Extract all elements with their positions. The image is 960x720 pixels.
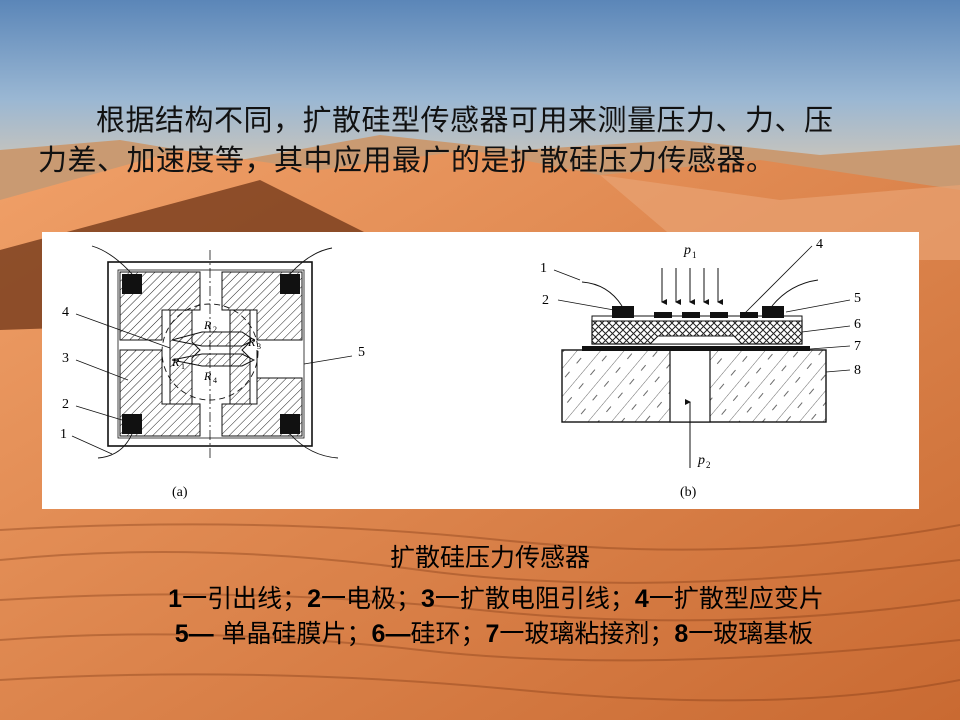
- resistor-r4-sub: 4: [213, 376, 217, 385]
- b-callout-6: 6: [854, 317, 861, 332]
- legend-text: 一扩散型应变片: [648, 584, 824, 613]
- panel-b-label: (b): [680, 485, 697, 500]
- a-callout-4: 4: [62, 305, 69, 320]
- panel-b-cross-section: 1 2 4 5 6 7 8 p 1 p 2 (b): [540, 237, 861, 500]
- legend-num: 1: [168, 585, 183, 613]
- pressure-p2-sub: 2: [706, 460, 711, 470]
- intro-line-1: 根据结构不同，扩散硅型传感器可用来测量压力、力、压: [96, 103, 834, 137]
- sensor-structure-figure: 4 3 2 1 5 R 2 R 3 R 1 R 4 (a): [42, 232, 919, 509]
- b-callout-1: 1: [540, 261, 547, 276]
- a-callout-1: 1: [60, 427, 67, 442]
- b-callout-5: 5: [854, 291, 861, 306]
- legend-num: 6—: [371, 620, 411, 648]
- panel-a-label: (a): [172, 485, 188, 500]
- caption-title: 扩散硅压力传感器: [389, 543, 590, 572]
- legend-num: 5—: [174, 620, 214, 648]
- legend-text: 单晶硅膜片；: [213, 619, 372, 648]
- a-callout-5: 5: [358, 345, 365, 360]
- intro-line-2: 力差、加速度等，其中应用最广的是扩散硅压力传感器。: [38, 143, 776, 177]
- sensor-diagram: 4 3 2 1 5 R 2 R 3 R 1 R 4 (a): [60, 237, 861, 500]
- resistor-r3-sub: 3: [257, 342, 261, 351]
- b-callout-2: 2: [542, 293, 549, 308]
- legend-num: 3: [421, 585, 435, 613]
- a-callout-3: 3: [62, 351, 69, 366]
- b-callout-7: 7: [854, 339, 861, 354]
- caption-legend-line-1: 1一引出线；2一电极；3一扩散电阻引线；4一扩散型应变片: [16, 582, 960, 616]
- pressure-p1-label: p: [683, 243, 691, 258]
- pressure-p2-label: p: [697, 453, 705, 468]
- legend-text: 硅环；: [410, 619, 486, 648]
- legend-text: 一扩散电阻引线；: [434, 584, 635, 613]
- resistor-r2-sub: 2: [213, 325, 217, 334]
- b-callout-4: 4: [816, 237, 823, 252]
- legend-num: 8: [674, 620, 689, 648]
- resistor-r4-label: R: [203, 369, 212, 383]
- intro-paragraph: 根据结构不同，扩散硅型传感器可用来测量压力、力、压 力差、加速度等，其中应用最广…: [38, 100, 928, 180]
- a-callout-2: 2: [62, 397, 69, 412]
- legend-text: 一引出线；: [182, 584, 308, 613]
- pressure-p1-sub: 1: [692, 250, 697, 260]
- legend-num: 4: [634, 585, 649, 613]
- legend-num: 7: [485, 620, 500, 648]
- legend-text: 一玻璃基板: [688, 619, 814, 648]
- b-callout-8: 8: [854, 363, 861, 378]
- resistor-r3-label: R: [247, 335, 256, 349]
- resistor-r1-label: R: [171, 355, 180, 369]
- resistor-r1-sub: 1: [181, 362, 185, 371]
- legend-num: 2: [307, 585, 321, 613]
- panel-a-plan-view: 4 3 2 1 5 R 2 R 3 R 1 R 4 (a): [60, 245, 365, 500]
- legend-text: 一玻璃粘接剂；: [499, 619, 675, 648]
- legend-text: 一电极；: [320, 584, 421, 613]
- resistor-r2-label: R: [203, 318, 212, 332]
- caption-legend-line-2: 5— 单晶硅膜片；6—硅环；7一玻璃粘接剂；8一玻璃基板: [14, 617, 960, 651]
